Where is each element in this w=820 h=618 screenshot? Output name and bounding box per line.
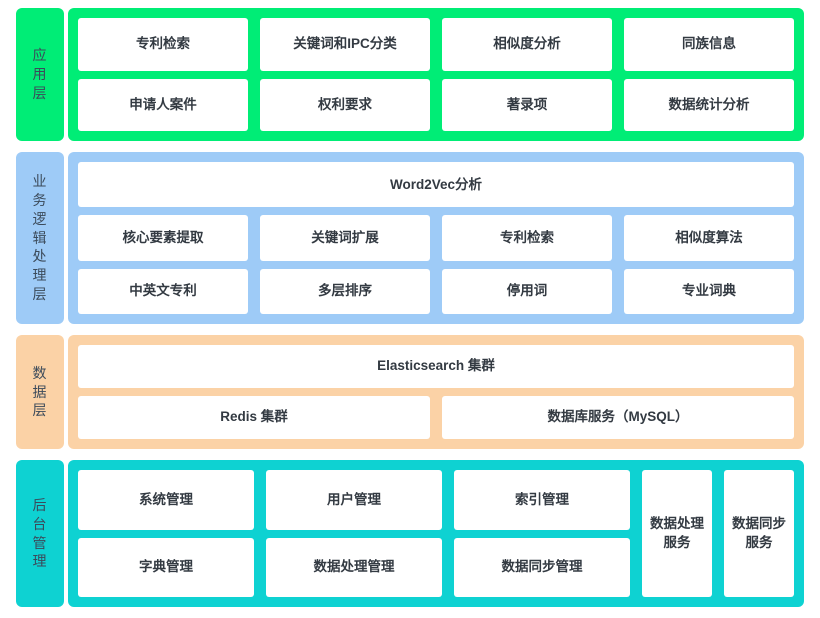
module-card[interactable]: 中英文专利 <box>78 268 248 314</box>
admin-module-stack: 系统管理 用户管理 索引管理 字典管理 数据处理管理 数据同步管理 <box>78 470 630 597</box>
layer-body-data: Elasticsearch 集群 Redis 集群 数据库服务（MySQL） <box>68 335 804 449</box>
module-card[interactable]: Word2Vec分析 <box>78 162 794 208</box>
layer-application: 应用层 专利检索 关键词和IPC分类 相似度分析 同族信息 申请人案件 权利要求… <box>16 8 804 141</box>
layer-row: 申请人案件 权利要求 著录项 数据统计分析 <box>78 78 794 131</box>
layer-business-logic: 业务逻辑处理层 Word2Vec分析 核心要素提取 关键词扩展 专利检索 相似度… <box>16 152 804 324</box>
layer-label-application: 应用层 <box>16 8 64 141</box>
module-card[interactable]: Elasticsearch 集群 <box>78 345 794 388</box>
module-card[interactable]: 申请人案件 <box>78 78 248 131</box>
module-card[interactable]: 相似度分析 <box>442 18 612 71</box>
module-card[interactable]: 专业词典 <box>624 268 794 314</box>
layer-label-business-logic: 业务逻辑处理层 <box>16 152 64 324</box>
module-card[interactable]: 数据处理管理 <box>266 537 442 597</box>
layer-row: 系统管理 用户管理 索引管理 <box>78 470 630 530</box>
layer-body-admin: 系统管理 用户管理 索引管理 字典管理 数据处理管理 数据同步管理 数据处理服务… <box>68 460 804 607</box>
module-card[interactable]: 数据同步管理 <box>454 537 630 597</box>
module-card[interactable]: 专利检索 <box>442 215 612 261</box>
layer-data: 数据层 Elasticsearch 集群 Redis 集群 数据库服务（MySQ… <box>16 335 804 449</box>
layer-admin: 后台管理 系统管理 用户管理 索引管理 字典管理 数据处理管理 数据同步管理 数… <box>16 460 804 607</box>
module-card[interactable]: 索引管理 <box>454 470 630 530</box>
module-card[interactable]: Redis 集群 <box>78 396 430 439</box>
layer-label-admin-text: 后台管理 <box>32 496 48 570</box>
module-card[interactable]: 著录项 <box>442 78 612 131</box>
module-card[interactable]: 字典管理 <box>78 537 254 597</box>
layer-label-admin: 后台管理 <box>16 460 64 607</box>
service-card[interactable]: 数据同步服务 <box>724 470 794 597</box>
service-card[interactable]: 数据处理服务 <box>642 470 712 597</box>
layer-row: Word2Vec分析 <box>78 162 794 208</box>
layer-label-data: 数据层 <box>16 335 64 449</box>
module-card[interactable]: 关键词和IPC分类 <box>260 18 430 71</box>
module-card[interactable]: 数据统计分析 <box>624 78 794 131</box>
layer-row: 中英文专利 多层排序 停用词 专业词典 <box>78 268 794 314</box>
layer-body-application: 专利检索 关键词和IPC分类 相似度分析 同族信息 申请人案件 权利要求 著录项… <box>68 8 804 141</box>
layer-label-data-text: 数据层 <box>32 364 48 419</box>
module-card[interactable]: 核心要素提取 <box>78 215 248 261</box>
layer-row: Elasticsearch 集群 <box>78 345 794 388</box>
module-card[interactable]: 多层排序 <box>260 268 430 314</box>
module-card[interactable]: 专利检索 <box>78 18 248 71</box>
layer-row: 核心要素提取 关键词扩展 专利检索 相似度算法 <box>78 215 794 261</box>
layer-row: 专利检索 关键词和IPC分类 相似度分析 同族信息 <box>78 18 794 71</box>
module-card[interactable]: 用户管理 <box>266 470 442 530</box>
layer-body-business-logic: Word2Vec分析 核心要素提取 关键词扩展 专利检索 相似度算法 中英文专利… <box>68 152 804 324</box>
module-card[interactable]: 关键词扩展 <box>260 215 430 261</box>
module-card[interactable]: 停用词 <box>442 268 612 314</box>
admin-service-group: 数据处理服务 数据同步服务 <box>642 470 794 597</box>
layer-label-business-logic-text: 业务逻辑处理层 <box>32 172 48 303</box>
layer-label-application-text: 应用层 <box>32 47 48 101</box>
module-card[interactable]: 权利要求 <box>260 78 430 131</box>
module-card[interactable]: 数据库服务（MySQL） <box>442 396 794 439</box>
layer-row: 字典管理 数据处理管理 数据同步管理 <box>78 537 630 597</box>
module-card[interactable]: 同族信息 <box>624 18 794 71</box>
layer-row: Redis 集群 数据库服务（MySQL） <box>78 396 794 439</box>
module-card[interactable]: 相似度算法 <box>624 215 794 261</box>
module-card[interactable]: 系统管理 <box>78 470 254 530</box>
